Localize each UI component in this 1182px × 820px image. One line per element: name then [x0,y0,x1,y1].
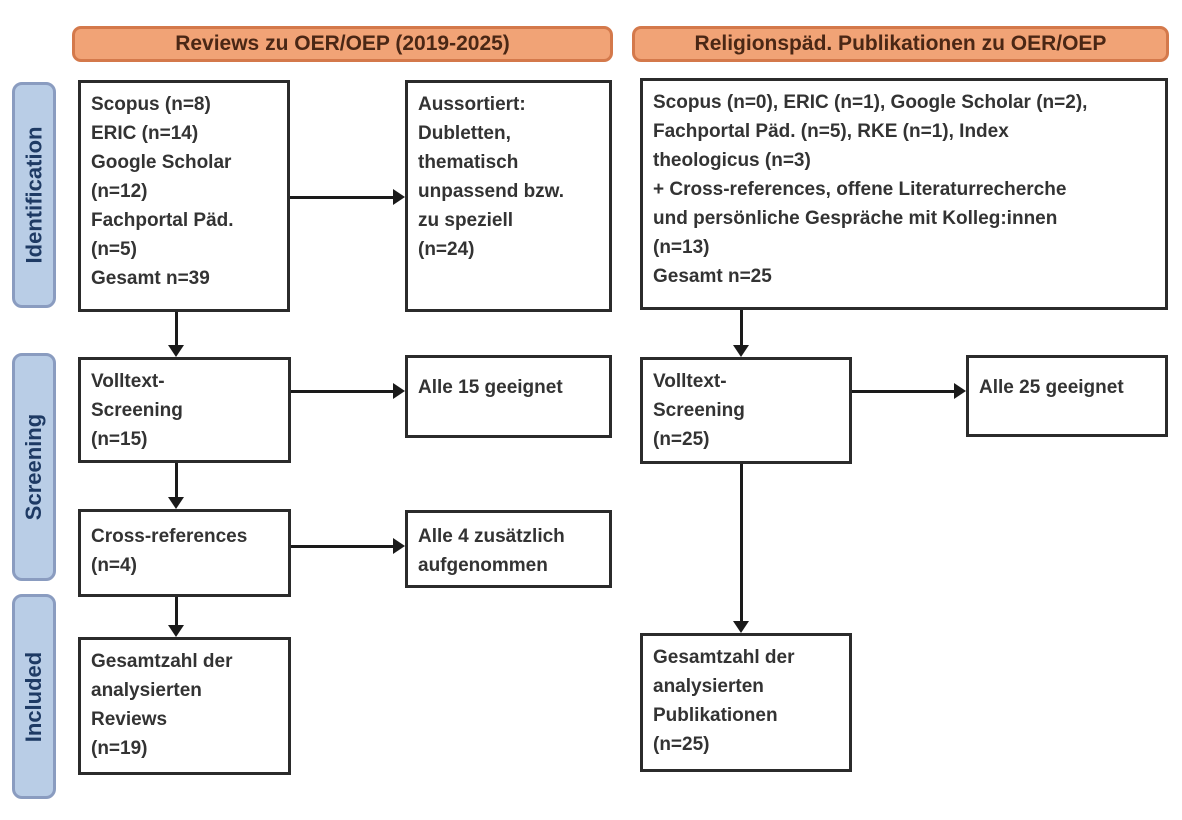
column-header-religionspaed: Religionspäd. Publikationen zu OER/OEP [632,26,1169,62]
column-header-reviews: Reviews zu OER/OEP (2019-2025) [72,26,613,62]
arrow-sources-left-to-fulltext [167,312,186,357]
box-left-cross-references-result: Alle 4 zusätzlich aufgenommen [405,510,612,588]
box-left-identification-sources: Scopus (n=8) ERIC (n=14) Google Scholar … [78,80,290,312]
arrow-shaft [291,390,394,393]
arrow-head-icon [393,383,405,399]
arrow-sources-right-to-fulltext [732,310,751,357]
stage-label-screening-text: Screening [21,413,46,521]
arrow-fulltext-left-to-result [291,382,405,401]
arrow-head-icon [393,189,405,205]
box-left-included-total: Gesamtzahl der analysierten Reviews (n=1… [78,637,291,775]
arrow-head-icon [168,345,184,357]
arrow-head-icon [168,497,184,509]
stage-label-identification-text: Identification [21,126,47,264]
arrow-head-icon [168,625,184,637]
arrow-shaft [740,464,743,622]
arrow-shaft [175,463,178,498]
arrow-fulltext-right-to-result [852,382,966,401]
arrow-shaft [290,196,394,199]
arrow-fulltext-left-to-crossref [167,463,186,509]
arrow-head-icon [733,621,749,633]
box-right-included-total: Gesamtzahl der analysierten Publikatione… [640,633,852,772]
stage-label-included: Included [12,594,56,799]
box-right-fulltext-screening: Volltext- Screening (n=25) [640,357,852,464]
arrow-head-icon [733,345,749,357]
stage-label-screening: Screening [12,353,56,581]
stage-label-included-text: Included [21,651,47,742]
arrow-crossref-to-included-total [167,597,186,637]
box-left-fulltext-screening: Volltext- Screening (n=15) [78,357,291,463]
box-right-fulltext-result: Alle 25 geeignet [966,355,1168,437]
box-right-identification-sources: Scopus (n=0), ERIC (n=1), Google Scholar… [640,78,1168,310]
arrow-shaft [740,310,743,346]
box-left-excluded: Aussortiert: Dubletten, thematisch unpas… [405,80,612,312]
arrow-shaft [175,312,178,346]
box-left-cross-references: Cross-references (n=4) [78,509,291,597]
arrow-sources-to-excluded [290,188,405,207]
arrow-crossref-to-result [291,537,405,556]
stage-label-identification: Identification [12,82,56,308]
arrow-shaft [852,390,955,393]
arrow-head-icon [393,538,405,554]
arrow-fulltext-right-to-included-total [732,464,751,633]
arrow-head-icon [954,383,966,399]
box-left-fulltext-result: Alle 15 geeignet [405,355,612,438]
arrow-shaft [175,597,178,626]
arrow-shaft [291,545,394,548]
